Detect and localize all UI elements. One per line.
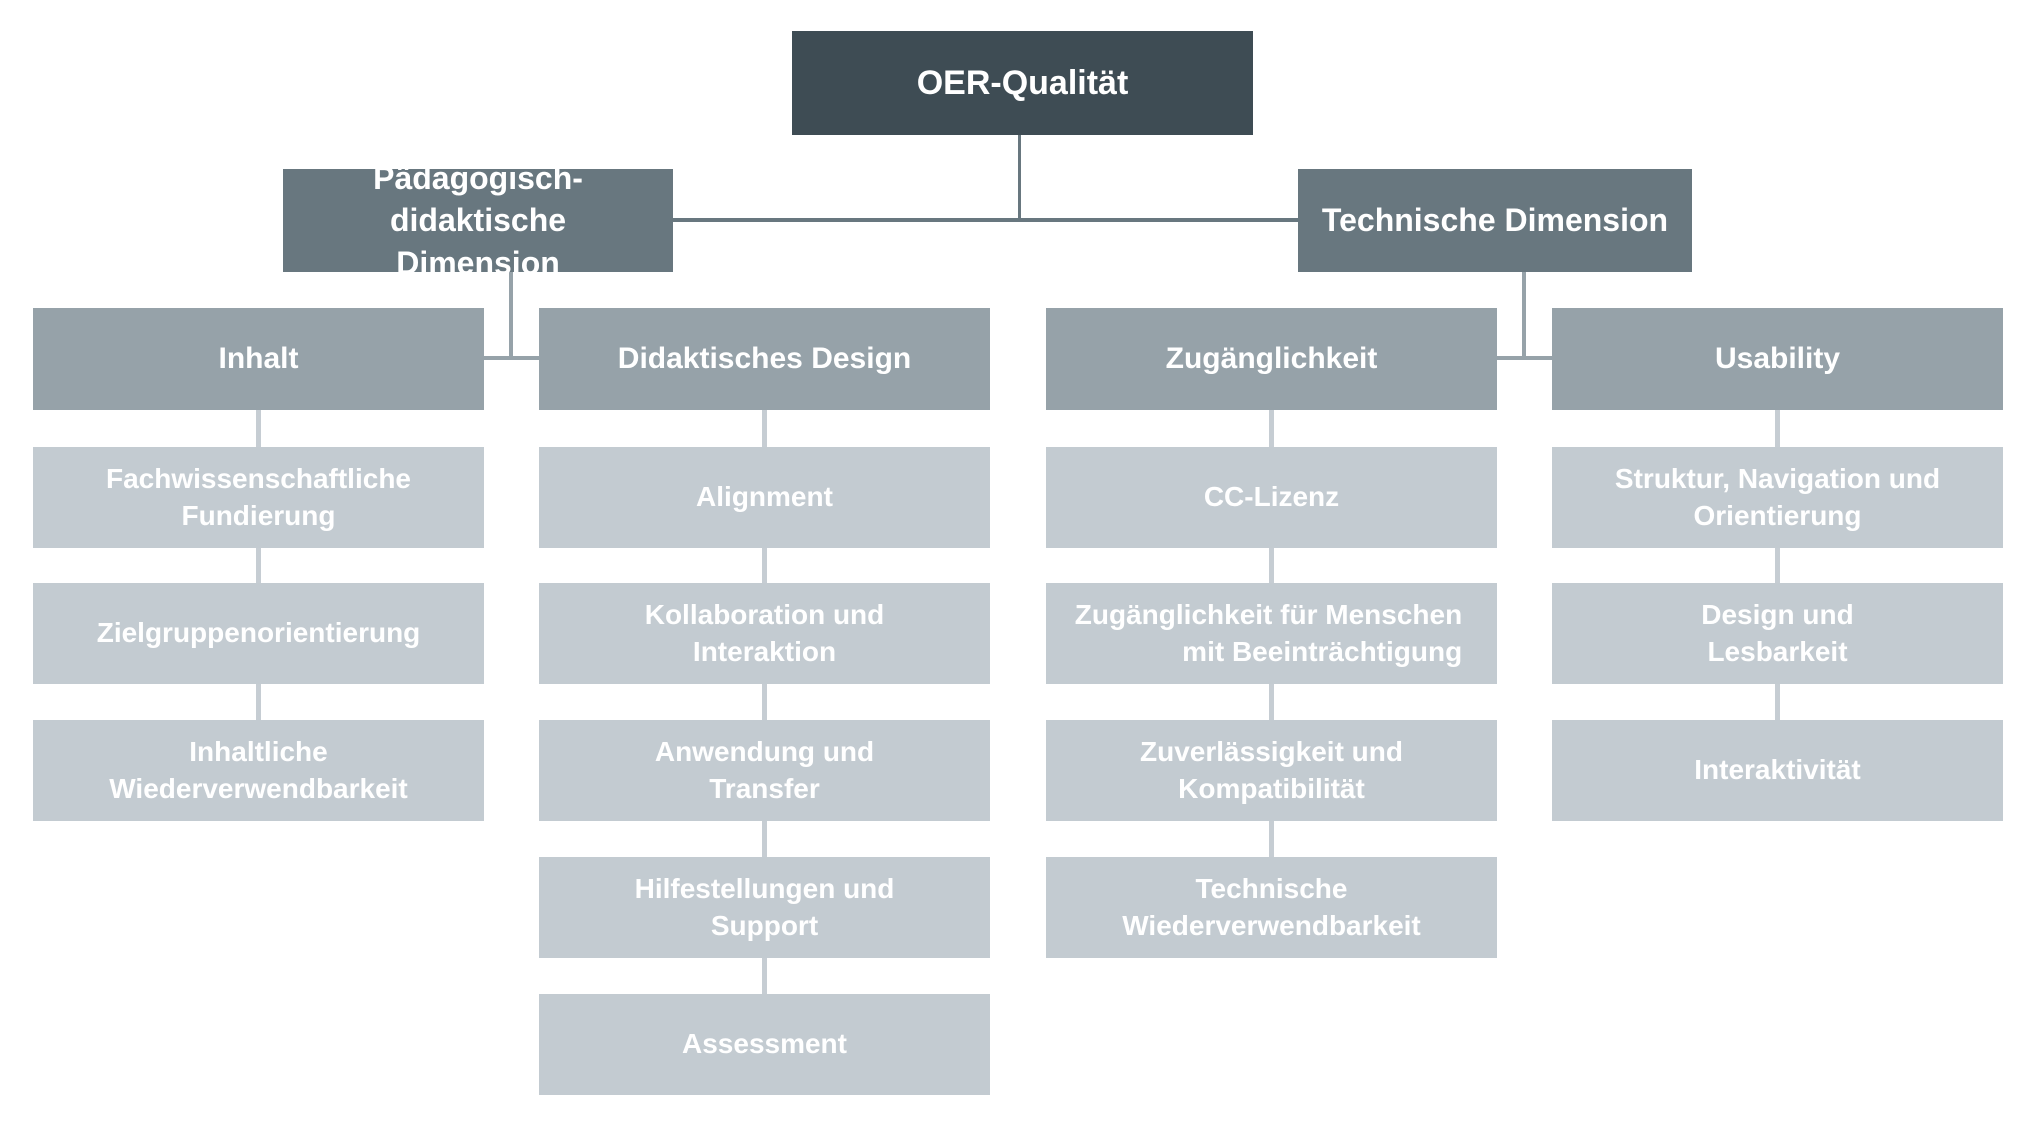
connector-dimension1-vertical <box>509 272 513 360</box>
connector-col3-seg4 <box>1269 821 1274 857</box>
connector-col2-seg5 <box>762 958 767 994</box>
node-usability: Usability <box>1552 308 2003 410</box>
node-zuverlaessigkeit-und-kompatibilitaet: Zuverlässigkeit und Kompatibilität <box>1046 720 1497 821</box>
connector-col2-seg2 <box>762 548 767 583</box>
connector-dimension2-vertical <box>1522 272 1526 360</box>
connector-col1-seg3 <box>256 684 261 720</box>
node-interaktivitaet: Interaktivität <box>1552 720 2003 821</box>
node-kollaboration-und-interaktion: Kollaboration und Interaktion <box>539 583 990 684</box>
connector-col4-seg3 <box>1775 684 1780 720</box>
node-design-und-lesbarkeit: Design und Lesbarkeit <box>1552 583 2003 684</box>
node-cc-lizenz: CC-Lizenz <box>1046 447 1497 548</box>
connector-col3-seg3 <box>1269 684 1274 720</box>
node-alignment: Alignment <box>539 447 990 548</box>
node-inhaltliche-wiederverwendbarkeit: Inhaltliche Wiederverwendbarkeit <box>33 720 484 821</box>
node-anwendung-und-transfer: Anwendung und Transfer <box>539 720 990 821</box>
connector-dimension1-crossbar <box>484 356 539 360</box>
node-assessment: Assessment <box>539 994 990 1095</box>
node-zugaenglichkeit-fuer-menschen-mit-beeintraechtigung: Zugänglichkeit für Menschen mit Beeinträ… <box>1046 583 1497 684</box>
node-didaktisches-design: Didaktisches Design <box>539 308 990 410</box>
connector-root-vertical <box>1018 135 1021 222</box>
connector-col1-seg1 <box>256 410 261 447</box>
connector-root-horizontal <box>673 218 1298 222</box>
connector-col1-seg2 <box>256 548 261 583</box>
connector-col2-seg1 <box>762 410 767 447</box>
connector-dimension2-crossbar <box>1496 356 1552 360</box>
connector-col2-seg4 <box>762 821 767 857</box>
node-technische-dimension: Technische Dimension <box>1298 169 1692 272</box>
node-hilfestellungen-und-support: Hilfestellungen und Support <box>539 857 990 958</box>
connector-col4-seg2 <box>1775 548 1780 583</box>
connector-col3-seg1 <box>1269 410 1274 447</box>
node-zielgruppenorientierung: Zielgruppenorientierung <box>33 583 484 684</box>
connector-col4-seg1 <box>1775 410 1780 447</box>
node-technische-wiederverwendbarkeit: Technische Wiederverwendbarkeit <box>1046 857 1497 958</box>
node-paedagogisch-didaktische-dimension: Pädagogisch-didaktische Dimension <box>283 160 673 281</box>
node-zugaenglichkeit: Zugänglichkeit <box>1046 308 1497 410</box>
node-struktur-navigation-und-orientierung: Struktur, Navigation und Orientierung <box>1552 447 2003 548</box>
node-oer-qualitaet: OER-Qualität <box>792 31 1253 135</box>
connector-col2-seg3 <box>762 684 767 720</box>
node-fachwissenschaftliche-fundierung: Fachwissenschaftliche Fundierung <box>33 447 484 548</box>
connector-col3-seg2 <box>1269 548 1274 583</box>
node-inhalt: Inhalt <box>33 308 484 410</box>
